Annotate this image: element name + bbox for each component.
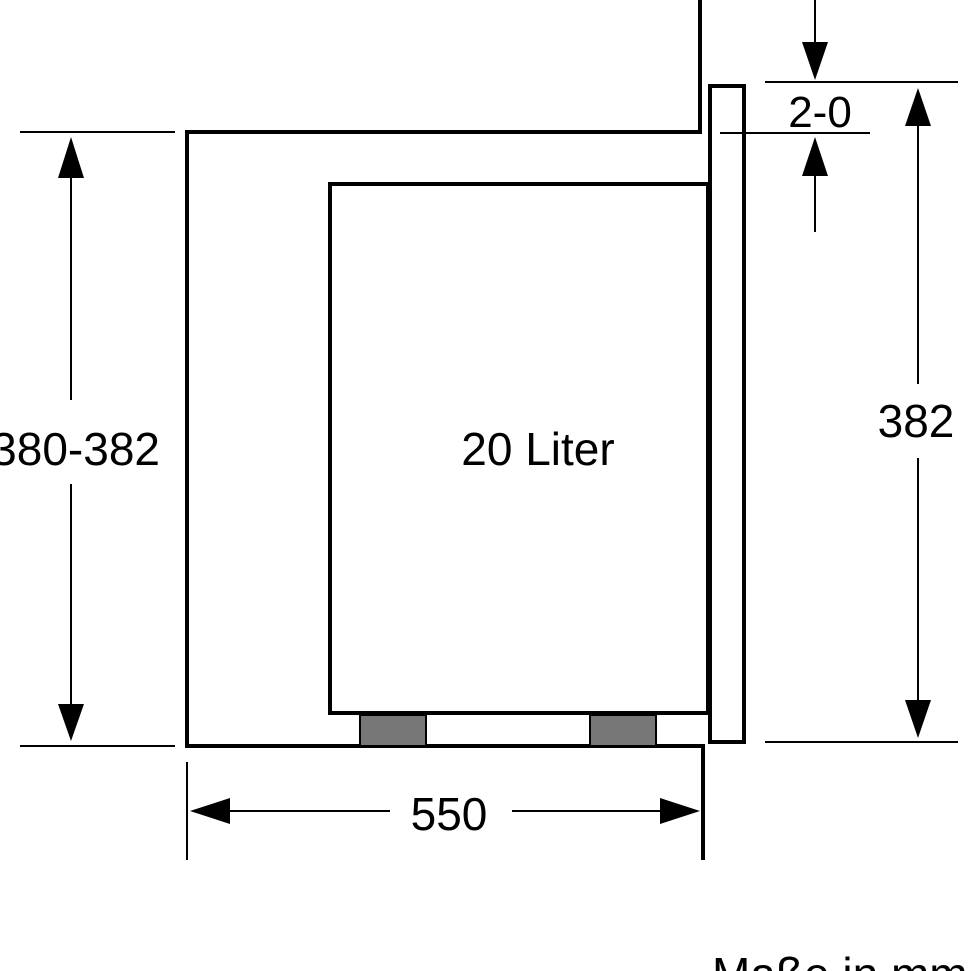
dim-right-height-label: 382	[878, 395, 955, 447]
cabinet-outline	[185, 0, 705, 860]
units-note: Maße in mm	[712, 948, 968, 971]
left-height-dimension	[20, 131, 175, 747]
front-panel	[708, 84, 746, 744]
volume-label: 20 Liter	[461, 423, 614, 475]
foot-left	[359, 714, 427, 747]
gap-dimension	[720, 0, 870, 232]
dim-left-height-label: 380-382	[0, 423, 160, 475]
foot-right	[589, 714, 657, 747]
right-height-dimension	[765, 81, 958, 743]
depth-dimension	[186, 762, 700, 860]
dim-gap-label: 2-0	[788, 88, 852, 137]
dim-depth-label: 550	[411, 788, 488, 840]
